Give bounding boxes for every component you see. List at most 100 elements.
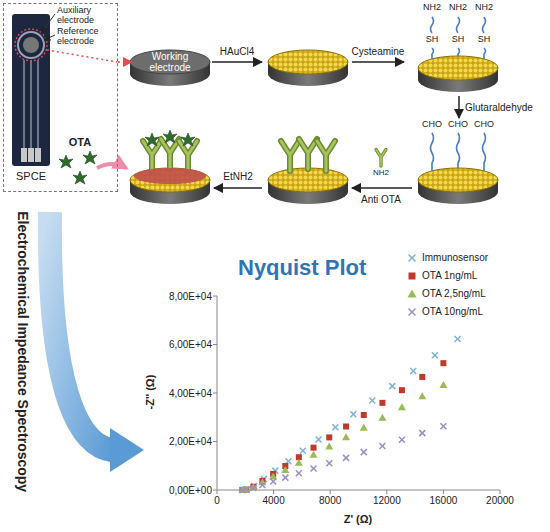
plot-mark: [332, 424, 338, 430]
plot-mark: [432, 352, 438, 358]
plot-mark: [379, 443, 385, 449]
node-text: CHO: [448, 120, 468, 130]
axis-label: 0: [214, 495, 220, 506]
axis-label: 4000: [262, 495, 284, 506]
node-text: CHO: [422, 120, 442, 130]
axis-label: 6,00E+04: [169, 339, 212, 350]
axis-label: Z' (Ω): [344, 513, 373, 525]
plot-mark: [432, 352, 438, 358]
cysteamine-electrode: NH2NH2NH2SHSHSH: [410, 2, 508, 96]
plot-mark: [343, 424, 349, 430]
node-text: SH: [426, 35, 439, 45]
tick: [500, 490, 501, 494]
plot-mark: [282, 475, 288, 481]
plot-mark: [379, 400, 385, 406]
tick: [330, 490, 331, 494]
label: NH2: [373, 169, 389, 178]
plot-mark: [350, 411, 356, 417]
data-points: [238, 336, 460, 493]
plot-mark: [316, 436, 322, 442]
plot-mark: [259, 482, 265, 488]
plot-mark: [310, 451, 318, 458]
plot-mark: [316, 436, 322, 442]
plot-mark: [326, 460, 332, 466]
plot-mark: [455, 336, 461, 342]
plot-mark: [296, 470, 302, 476]
plot-mark: [243, 487, 249, 493]
plot-mark: [409, 273, 416, 280]
label: Nyquist Plot: [238, 256, 366, 280]
plot-mark: [440, 360, 446, 366]
connector: [118, 61, 132, 63]
plot-mark: [311, 465, 317, 471]
plot-mark: [342, 433, 350, 440]
tick: [386, 490, 387, 494]
node-text: NH2: [449, 3, 467, 13]
tick: [213, 344, 217, 345]
electrode-discs: [130, 50, 498, 204]
plot-mark: [325, 442, 333, 449]
plot-mark: [399, 437, 405, 443]
node-text: CHO: [474, 120, 494, 130]
plot-mark: [455, 336, 461, 342]
plot-mark: [361, 449, 367, 455]
plot-mark: [409, 255, 416, 262]
plot-mark: [361, 449, 367, 455]
plot-mark: [343, 455, 349, 461]
legend-text: Immunosensor: [422, 252, 488, 263]
label: HAuCl4: [220, 46, 254, 57]
plot-mark: [300, 448, 306, 454]
plot-mark: [409, 309, 416, 316]
plot-mark: [439, 381, 447, 388]
axis-label: 0,00E+00: [169, 485, 212, 496]
plot-mark: [440, 423, 446, 429]
tick: [273, 490, 274, 494]
node-text: SH: [478, 35, 491, 45]
plot-axes: [217, 296, 500, 490]
antibodies: [134, 130, 386, 184]
plot-mark: [243, 487, 249, 493]
label: EtNH2: [223, 171, 252, 182]
plot-mark: [250, 485, 256, 491]
spce-strip: [12, 14, 117, 166]
plot-mark: [249, 483, 257, 490]
axis-ticks: [213, 296, 500, 494]
plot-mark: [270, 479, 276, 485]
plot-mark: [270, 479, 276, 485]
plot-mark: [398, 403, 406, 410]
plot-mark: [369, 398, 375, 404]
plot-mark: [311, 465, 317, 471]
label: -Z'' (Ω): [144, 375, 156, 410]
axis-label: 20000: [486, 495, 514, 506]
plot-mark: [418, 392, 426, 399]
ota-particles: [59, 151, 126, 184]
node-text: Working electrode: [132, 51, 208, 73]
node-text: NH2: [475, 3, 493, 13]
legend-text: OTA 10ng/mL: [422, 306, 483, 317]
label: OTA: [69, 136, 91, 148]
plot-mark: [419, 430, 425, 436]
plot-mark: [332, 424, 338, 430]
plot-mark: [440, 423, 446, 429]
legend-text: OTA 2,5ng/mL: [422, 288, 486, 299]
connector: [458, 96, 460, 118]
axis-label: 4,00E+04: [169, 388, 212, 399]
tick: [213, 393, 217, 394]
plot-mark: [295, 459, 303, 466]
node-text: NH2: [423, 3, 441, 13]
plot-mark: [379, 443, 385, 449]
tick: [443, 490, 444, 494]
plot-mark: [311, 445, 317, 451]
label: Electrochemical Impedance Spectroscopy: [14, 212, 29, 493]
plot-mark: [419, 430, 425, 436]
axis-label: 16000: [429, 495, 457, 506]
tick: [213, 490, 217, 491]
plot-mark: [326, 434, 332, 440]
plot-mark: [250, 485, 256, 491]
working-electrode-disc: Working electrode: [132, 49, 208, 75]
process-arrows: [212, 62, 412, 188]
plot-mark: [350, 411, 356, 417]
plot-mark: [410, 368, 416, 374]
plot-mark: [410, 368, 416, 374]
